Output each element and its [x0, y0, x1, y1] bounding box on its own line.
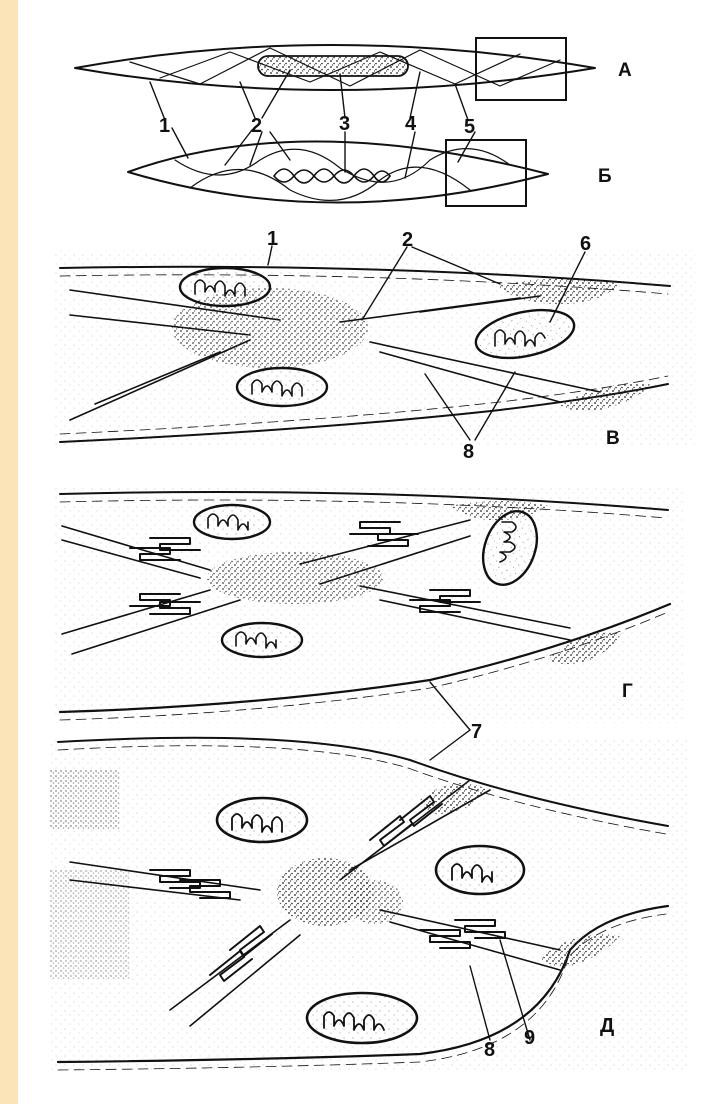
callout-8-v: 8 [463, 441, 474, 463]
callout-2-v: 2 [402, 229, 413, 251]
callout-9: 9 [524, 1027, 535, 1049]
callout-2-top: 2 [251, 115, 262, 137]
panel-v-cell [55, 246, 695, 445]
mitochondrion-d3 [436, 846, 524, 894]
panel-g-cell [55, 488, 685, 760]
mitochondrion-g1 [194, 505, 270, 539]
mitochondrion-d1 [217, 798, 307, 842]
mitochondrion-g2 [222, 623, 302, 657]
panel-label-a: А [618, 60, 632, 81]
callout-6: 6 [580, 233, 591, 255]
panel-label-b: Б [598, 166, 612, 187]
callout-4: 4 [405, 113, 417, 135]
callout-5: 5 [464, 116, 475, 138]
callout-1-top: 1 [159, 115, 170, 137]
mitochondrion-v1 [180, 268, 270, 306]
callout-8-d: 8 [484, 1039, 495, 1061]
callout-3: 3 [339, 113, 350, 135]
callout-1-v: 1 [267, 228, 278, 250]
callout-7: 7 [471, 721, 482, 743]
panel-d-cell [50, 738, 690, 1070]
mitochondrion-d2 [307, 993, 417, 1043]
mitochondrion-v2 [237, 368, 327, 406]
panel-label-v: В [606, 428, 620, 449]
panel-b-cell [128, 140, 548, 206]
panel-label-g: Г [622, 681, 633, 702]
panel-label-d: Д [600, 1015, 614, 1037]
